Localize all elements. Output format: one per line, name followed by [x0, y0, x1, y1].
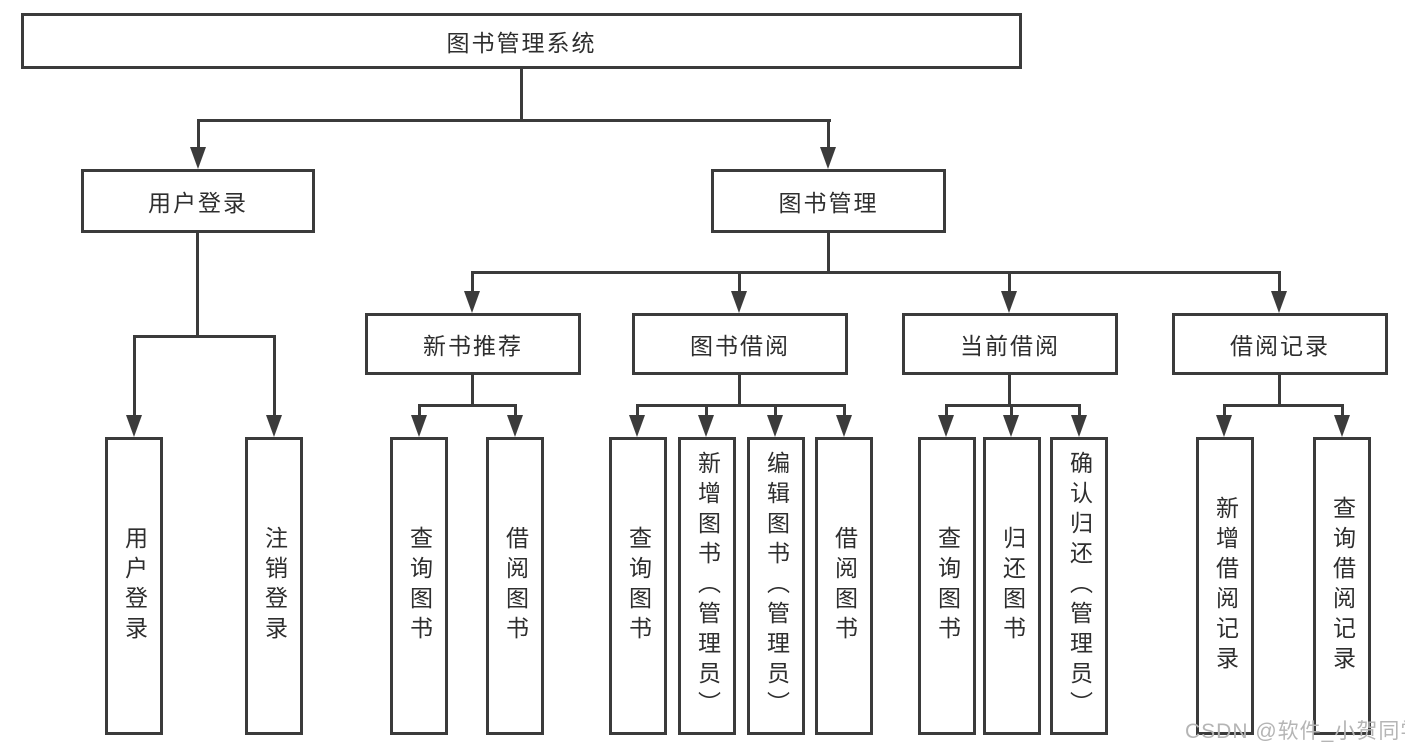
line: [418, 404, 517, 407]
line: [738, 375, 741, 406]
arrow-down-icon: [1216, 415, 1232, 437]
node-new-book-recommend: 新书推荐: [365, 313, 581, 375]
line: [827, 119, 830, 152]
leaf-return-book-label: 归还图书: [999, 526, 1026, 646]
leaf-record-add-label: 新增借阅记录: [1212, 496, 1239, 676]
line: [418, 404, 421, 419]
leaf-current-query-label: 查询图书: [934, 526, 961, 646]
leaf-borrow-query: 查询图书: [609, 437, 667, 735]
line: [705, 404, 708, 419]
line: [827, 233, 830, 274]
node-user-login: 用户登录: [81, 169, 315, 233]
line: [273, 335, 276, 420]
leaf-newbook-borrow: 借阅图书: [486, 437, 544, 735]
line: [1008, 375, 1011, 406]
line: [1278, 271, 1281, 295]
arrow-down-icon: [1003, 415, 1019, 437]
node-new-book-recommend-label: 新书推荐: [423, 333, 523, 359]
line: [197, 119, 200, 152]
csdn-watermark: CSDN @软件_小贺同学: [1185, 720, 1405, 743]
line: [636, 404, 639, 419]
leaf-borrow-book: 借阅图书: [815, 437, 873, 735]
line: [1078, 404, 1081, 419]
leaf-borrow-edit-admin-label: 编辑图书（管理员）: [763, 451, 790, 721]
leaf-borrow-edit-admin: 编辑图书（管理员）: [747, 437, 805, 735]
leaf-newbook-query-label: 查询图书: [406, 526, 433, 646]
arrow-down-icon: [731, 291, 747, 313]
arrow-down-icon: [1334, 415, 1350, 437]
node-user-login-label: 用户登录: [148, 190, 248, 216]
leaf-current-query: 查询图书: [918, 437, 976, 735]
node-book-borrow: 图书借阅: [632, 313, 848, 375]
leaf-confirm-return-admin: 确认归还（管理员）: [1050, 437, 1108, 735]
node-root-label: 图书管理系统: [446, 30, 597, 56]
arrow-down-icon: [836, 415, 852, 437]
arrow-down-icon: [629, 415, 645, 437]
line: [738, 271, 741, 295]
arrow-down-icon: [190, 147, 206, 169]
leaf-user-login-label: 用户登录: [121, 526, 148, 646]
line: [636, 404, 846, 407]
node-book-management-label: 图书管理: [778, 190, 879, 216]
node-borrow-record: 借阅记录: [1172, 313, 1388, 375]
leaf-record-query: 查询借阅记录: [1313, 437, 1371, 735]
arrow-down-icon: [698, 415, 714, 437]
line: [843, 404, 846, 419]
arrow-down-icon: [1071, 415, 1087, 437]
node-current-borrow-label: 当前借阅: [960, 333, 1060, 359]
leaf-logout: 注销登录: [245, 437, 303, 735]
node-borrow-record-label: 借阅记录: [1230, 333, 1330, 359]
arrow-down-icon: [1271, 291, 1287, 313]
leaf-record-add: 新增借阅记录: [1196, 437, 1254, 735]
line: [774, 404, 777, 419]
arrow-down-icon: [938, 415, 954, 437]
line: [514, 404, 517, 419]
arrow-down-icon: [1001, 291, 1017, 313]
line: [1278, 375, 1281, 406]
leaf-borrow-add-admin-label: 新增图书（管理员）: [694, 451, 721, 721]
node-book-borrow-label: 图书借阅: [690, 333, 790, 359]
node-root: 图书管理系统: [21, 13, 1022, 69]
line: [471, 375, 474, 406]
line: [196, 233, 199, 337]
leaf-user-login: 用户登录: [105, 437, 163, 735]
node-current-borrow: 当前借阅: [902, 313, 1118, 375]
node-book-management: 图书管理: [711, 169, 946, 233]
line: [133, 335, 136, 420]
leaf-record-query-label: 查询借阅记录: [1329, 496, 1356, 676]
line: [1223, 404, 1226, 419]
arrow-down-icon: [266, 415, 282, 437]
arrow-down-icon: [820, 147, 836, 169]
line: [133, 335, 276, 338]
arrow-down-icon: [767, 415, 783, 437]
leaf-borrow-book-label: 借阅图书: [831, 526, 858, 646]
line: [945, 404, 948, 419]
line: [1341, 404, 1344, 419]
line: [1223, 404, 1344, 407]
arrow-down-icon: [507, 415, 523, 437]
leaf-newbook-query: 查询图书: [390, 437, 448, 735]
leaf-newbook-borrow-label: 借阅图书: [502, 526, 529, 646]
leaf-confirm-return-admin-label: 确认归还（管理员）: [1066, 451, 1093, 721]
line: [471, 271, 1281, 274]
leaf-borrow-query-label: 查询图书: [625, 526, 652, 646]
arrow-down-icon: [411, 415, 427, 437]
leaf-return-book: 归还图书: [983, 437, 1041, 735]
arrow-down-icon: [126, 415, 142, 437]
leaf-logout-label: 注销登录: [261, 526, 288, 646]
line: [1008, 271, 1011, 295]
line: [197, 119, 831, 122]
line: [471, 271, 474, 295]
line: [520, 69, 523, 121]
line: [1010, 404, 1013, 419]
line: [945, 404, 1081, 407]
arrow-down-icon: [464, 291, 480, 313]
leaf-borrow-add-admin: 新增图书（管理员）: [678, 437, 736, 735]
